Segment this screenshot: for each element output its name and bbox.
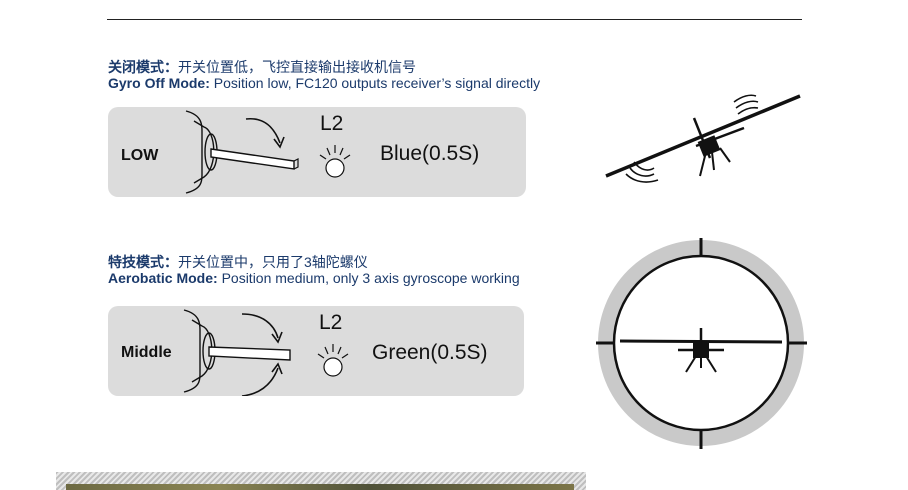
banking-airplane-icon xyxy=(605,94,801,183)
aerobatic-en-line: Aerobatic Mode: Position medium, only 3 … xyxy=(108,270,520,286)
gyro-off-en-title: Gyro Off Mode: xyxy=(108,75,210,91)
aerobatic-cn-line: 特技模式：开关位置中，只用了3轴陀螺仪 xyxy=(108,254,520,270)
switch-position-label: LOW xyxy=(121,147,159,164)
gyro-off-cn-title: 关闭模式： xyxy=(108,59,178,75)
aerobatic-en-desc: Position medium, only 3 axis gyroscope w… xyxy=(217,270,520,286)
photo-edge xyxy=(66,484,574,490)
photo-border-strip xyxy=(56,472,586,490)
led-status-text: Blue(0.5S) xyxy=(380,142,480,165)
gyro-off-cn-desc: 开关位置低，飞控直接输出接收机信号 xyxy=(178,59,416,75)
gyro-off-switch-panel: LOW L2 Blue(0.5S) xyxy=(108,107,526,197)
led-label: L2 xyxy=(319,311,343,334)
aerobatic-cn-desc: 开关位置中，只用了3轴陀螺仪 xyxy=(178,254,368,270)
led-status-text: Green(0.5S) xyxy=(372,341,488,364)
switch-position-label: Middle xyxy=(121,344,172,361)
gyro-off-cn-line: 关闭模式：开关位置低，飞控直接输出接收机信号 xyxy=(108,59,540,75)
top-divider xyxy=(107,19,802,20)
switch-low-icon xyxy=(185,110,351,194)
aerobatic-mode-text: 特技模式：开关位置中，只用了3轴陀螺仪 Aerobatic Mode: Posi… xyxy=(108,254,520,286)
aerobatic-switch-panel: Middle L2 Green(0.5S) xyxy=(108,306,524,396)
aerobatic-cn-title: 特技模式： xyxy=(108,254,178,270)
gyro-off-en-desc: Position low, FC120 outputs receiver’s s… xyxy=(209,75,541,91)
gyro-off-mode-text: 关闭模式：开关位置低，飞控直接输出接收机信号 Gyro Off Mode: Po… xyxy=(108,59,540,91)
gyro-off-en-line: Gyro Off Mode: Position low, FC120 outpu… xyxy=(108,75,540,91)
switch-middle-icon xyxy=(183,309,349,396)
level-airplane-ring-icon xyxy=(596,238,807,449)
aerobatic-en-title: Aerobatic Mode: xyxy=(108,270,218,286)
led-label: L2 xyxy=(320,112,344,135)
